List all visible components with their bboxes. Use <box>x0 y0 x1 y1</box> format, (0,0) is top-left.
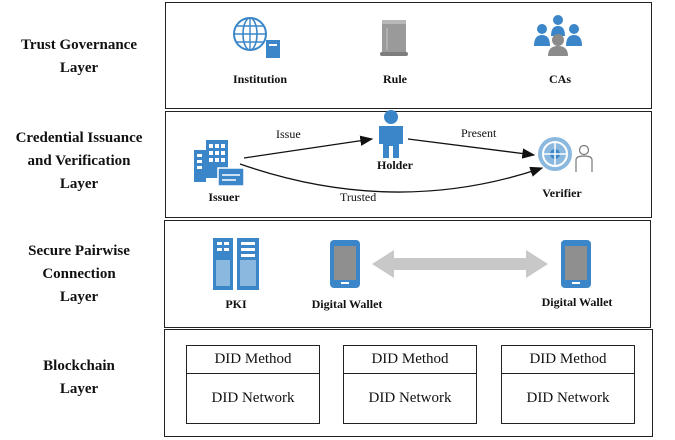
issue-arrow <box>243 135 374 159</box>
trusted-arrow <box>239 163 544 193</box>
cas-label: CAs <box>548 72 571 86</box>
did-method-label: DID Method <box>529 351 607 367</box>
secure-connection-arrow <box>372 250 548 278</box>
digital-wallet-right-label: Digital Wallet <box>541 295 613 309</box>
pki-server-icon <box>213 238 259 290</box>
did-network-label: DID Network <box>211 390 295 406</box>
digital-wallet-left-icon <box>330 240 360 288</box>
institution-label: Institution <box>232 72 288 86</box>
did-divider <box>502 373 634 374</box>
issue-label: Issue <box>276 127 301 141</box>
institution-globe-icon <box>233 17 280 58</box>
rule-label: Rule <box>383 72 407 86</box>
present-arrow <box>407 138 536 159</box>
issuer-label: Issuer <box>208 190 240 204</box>
did-box-3: DID Method DID Network <box>501 345 635 424</box>
rule-scroll-icon <box>380 20 408 56</box>
holder-label: Holder <box>377 158 413 172</box>
verifier-label: Verifier <box>542 186 582 200</box>
did-divider <box>187 373 319 374</box>
did-box-2: DID Method DID Network <box>343 345 477 424</box>
trusted-label: Trusted <box>340 190 377 204</box>
did-box-1: DID Method DID Network <box>186 345 320 424</box>
verifier-vault-icon <box>538 137 593 172</box>
holder-person-icon <box>379 110 403 158</box>
cas-group-icon <box>534 15 582 56</box>
digital-wallet-right-icon <box>561 240 591 288</box>
did-method-label: DID Method <box>371 351 449 367</box>
did-network-label: DID Network <box>368 390 452 406</box>
credential-layer-box <box>165 111 652 218</box>
present-label: Present <box>461 126 497 140</box>
did-network-label: DID Network <box>526 390 610 406</box>
pki-label: PKI <box>225 297 247 311</box>
did-divider <box>344 373 476 374</box>
digital-wallet-left-label: Digital Wallet <box>311 297 383 311</box>
did-method-label: DID Method <box>214 351 292 367</box>
issuer-building-icon <box>194 140 245 187</box>
